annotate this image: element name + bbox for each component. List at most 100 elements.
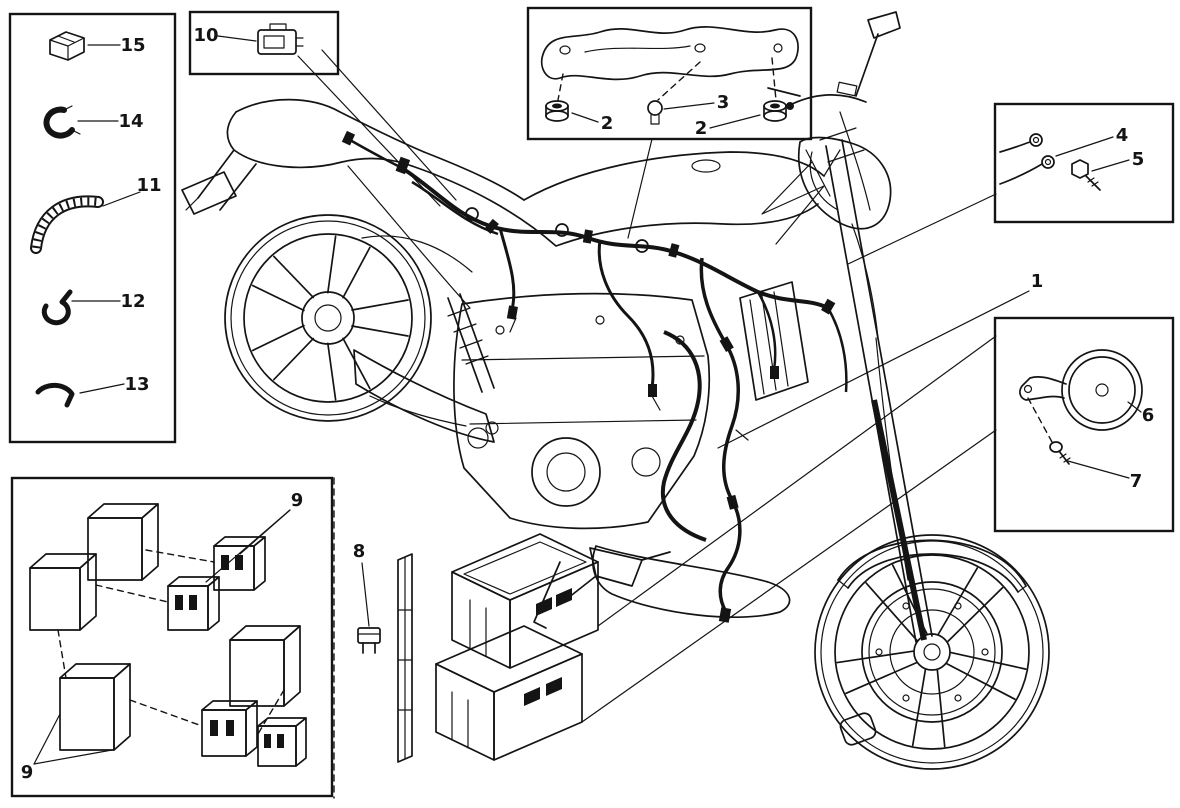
leader-5 bbox=[1091, 159, 1130, 172]
swingarm bbox=[353, 235, 499, 443]
callout-2-right: 2 bbox=[695, 118, 708, 139]
handlebar bbox=[767, 11, 901, 110]
bracket-parts-box: 2 3 2 bbox=[526, 6, 813, 239]
front-cables bbox=[839, 111, 909, 581]
relay-socket-4 bbox=[257, 717, 307, 767]
relay-box-frame bbox=[10, 476, 334, 798]
leader-assembly-long-a bbox=[581, 429, 997, 723]
callout-3: 3 bbox=[717, 92, 730, 113]
fuse-bracket-strip bbox=[397, 553, 413, 763]
fuse-part-group: 8 bbox=[353, 541, 413, 763]
relay-socket-2 bbox=[213, 536, 266, 591]
screw-axis-dash bbox=[1027, 397, 1053, 443]
clip-part-14 bbox=[43, 105, 81, 139]
relay-socket-1 bbox=[167, 576, 220, 631]
connector-parts-box: 10 bbox=[188, 10, 457, 207]
rear-wheel-spokes bbox=[251, 235, 409, 401]
callout-4: 4 bbox=[1116, 125, 1129, 146]
harness-callout: 1 bbox=[717, 271, 1044, 449]
mirror bbox=[867, 11, 901, 39]
engine bbox=[453, 292, 711, 530]
leader-11 bbox=[102, 191, 141, 207]
connector-box-frame bbox=[188, 10, 340, 76]
horn-parts-box: 6 7 bbox=[993, 316, 1175, 533]
leader-13 bbox=[79, 383, 125, 394]
brake-caliper bbox=[839, 712, 877, 746]
leader-3 bbox=[663, 102, 715, 110]
callout-8: 8 bbox=[353, 541, 366, 562]
bracket-part bbox=[540, 26, 799, 81]
leader-7 bbox=[1067, 460, 1130, 479]
rear-shock bbox=[447, 293, 495, 393]
callout-9-top: 9 bbox=[291, 490, 304, 511]
relay-2 bbox=[87, 503, 159, 581]
leader-1 bbox=[717, 290, 1030, 449]
bolt-part-3 bbox=[647, 100, 663, 125]
screw-part-7 bbox=[1049, 441, 1071, 465]
relay-socket-3 bbox=[201, 700, 258, 757]
relay-1 bbox=[29, 553, 97, 631]
tank-and-frame bbox=[347, 149, 841, 309]
terminal-part-4 bbox=[999, 133, 1055, 185]
callout-11: 11 bbox=[136, 175, 161, 196]
front-wheel-spokes bbox=[836, 564, 1027, 748]
bracket-box-frame bbox=[526, 6, 813, 141]
sleeve-part-11 bbox=[30, 195, 104, 254]
relay-4 bbox=[229, 625, 301, 707]
mirror-stalk bbox=[855, 33, 879, 97]
leader-8 bbox=[361, 562, 370, 627]
relay-link-dashes bbox=[57, 549, 285, 735]
clips-box-frame bbox=[8, 12, 177, 444]
horn-box-frame bbox=[993, 316, 1175, 533]
leader-2-left bbox=[571, 112, 599, 123]
terminal-box-frame bbox=[993, 102, 1175, 224]
foot-controls bbox=[533, 547, 671, 629]
front-wheel bbox=[814, 534, 1050, 770]
leader-bracket-long bbox=[627, 138, 653, 239]
leader-9-bottom-a bbox=[33, 713, 61, 765]
license-plate bbox=[181, 171, 237, 215]
clip-part-15 bbox=[49, 31, 85, 61]
leader-assembly-long-b bbox=[597, 335, 997, 627]
callout-13: 13 bbox=[124, 374, 149, 395]
grommet-part-2-left bbox=[545, 100, 569, 122]
callout-15: 15 bbox=[120, 35, 145, 56]
exhaust bbox=[592, 330, 791, 619]
leader-10-long-b bbox=[321, 49, 457, 201]
callout-2-left: 2 bbox=[601, 113, 614, 134]
leader-9-bottom-b bbox=[33, 749, 113, 765]
leader-10 bbox=[217, 35, 257, 42]
leader-10-long-a bbox=[297, 55, 441, 207]
clips-parts-box: 15 14 11 12 13 bbox=[8, 12, 177, 444]
leader-4 bbox=[1055, 136, 1114, 157]
callout-9-bottom: 9 bbox=[21, 762, 34, 783]
tail-section bbox=[181, 98, 425, 215]
relay-3 bbox=[59, 663, 131, 751]
filler-cap bbox=[691, 159, 721, 173]
motorcycle-illustration bbox=[181, 11, 1050, 770]
assembly-dashes bbox=[557, 57, 777, 101]
grommet-part-2-right bbox=[763, 100, 787, 122]
horn-part-6 bbox=[1019, 349, 1143, 431]
callout-7: 7 bbox=[1130, 471, 1143, 492]
callout-5: 5 bbox=[1132, 149, 1145, 170]
callout-10: 10 bbox=[193, 25, 218, 46]
fusebox-upper-unit bbox=[451, 533, 599, 669]
relay-parts-box: 9 9 bbox=[10, 476, 334, 798]
harness-connectors bbox=[341, 130, 836, 623]
leader-terminal-long bbox=[847, 193, 997, 265]
callout-1: 1 bbox=[1031, 271, 1044, 292]
clip-part-13 bbox=[35, 382, 75, 408]
fusebox-assembly bbox=[435, 533, 599, 761]
rear-wheel bbox=[224, 214, 432, 422]
connector-part-10 bbox=[257, 23, 304, 55]
bolt-part-5 bbox=[1071, 159, 1101, 191]
fuse-part-8 bbox=[357, 627, 381, 654]
leader-2-right bbox=[709, 114, 761, 129]
fusebox-lower-unit bbox=[435, 625, 583, 761]
callout-14: 14 bbox=[118, 111, 143, 132]
callout-6: 6 bbox=[1142, 405, 1155, 426]
leader-6 bbox=[1127, 401, 1142, 413]
